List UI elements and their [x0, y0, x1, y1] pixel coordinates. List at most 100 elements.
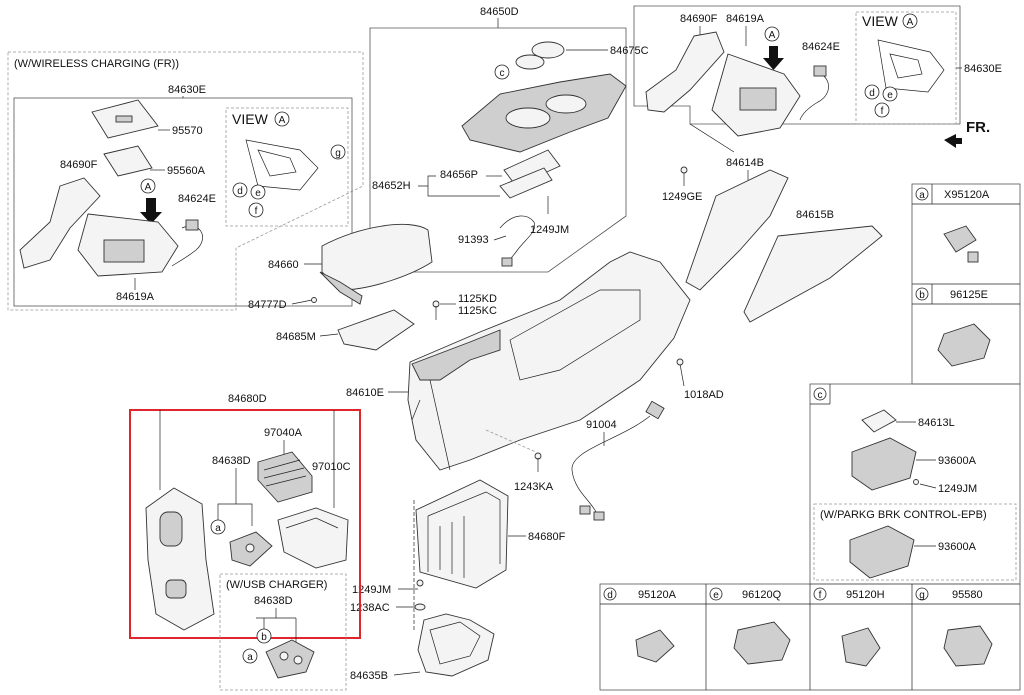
svg-text:b: b: [919, 290, 925, 301]
lower-fasteners: 1249JM 1238AC 84635B: [350, 579, 495, 682]
label-95580: 95580: [952, 589, 983, 601]
usb-switch-84638D: [265, 639, 315, 679]
label-95120A: 95120A: [638, 589, 677, 601]
pad-84685M: [337, 309, 415, 351]
label-84624E-right: 84624E: [802, 41, 840, 53]
svg-text:g: g: [919, 590, 925, 601]
callout-f-left: f: [248, 202, 264, 218]
label-91004: 91004: [586, 419, 617, 431]
bracket-84635B: [417, 613, 495, 677]
svg-text:f: f: [819, 590, 822, 601]
arrow-a-letter-left: A: [145, 182, 152, 193]
label-1249GE: 1249GE: [662, 191, 702, 203]
side-cover-84614B: [685, 169, 789, 291]
label-84635B: 84635B: [350, 670, 388, 682]
bracket-97010C: [277, 507, 349, 569]
label-84619A-right: 84619A: [726, 13, 765, 25]
callout-f-right: f: [874, 102, 890, 118]
label-84685M: 84685M: [276, 331, 316, 343]
charger-module-95560A: [103, 145, 153, 177]
label-95120H: 95120H: [846, 589, 885, 601]
usb-group-title: (W/USB CHARGER): [226, 579, 327, 591]
svg-text:e: e: [255, 188, 261, 199]
side-covers: 84614B 84615B: [685, 157, 883, 323]
panel-84680D: [145, 487, 215, 631]
highlight-box: [129, 409, 361, 639]
label-93600A-epb: 93600A: [938, 541, 977, 553]
label-84656P: 84656P: [440, 169, 478, 181]
label-1243KA: 1243KA: [514, 481, 554, 493]
callout-a-main: a: [210, 519, 226, 535]
label-84690F-right: 84690F: [680, 13, 718, 25]
label-95560A: 95560A: [167, 165, 206, 177]
label-84615B: 84615B: [796, 209, 834, 221]
label-X95120A: X95120A: [944, 189, 990, 201]
view-a-title-left: VIEW: [232, 111, 269, 127]
callout-a-usb: a: [242, 648, 258, 664]
label-96125E: 96125E: [950, 289, 988, 301]
cable-91004: 91004: [571, 400, 665, 521]
trim-84690F-right: [645, 31, 725, 113]
label-84614B: 84614B: [726, 157, 764, 169]
label-1018AD: 1018AD: [684, 389, 724, 401]
legend-c: c 84613L 93600A 1249JM (W/PARKG BRK CONT…: [809, 383, 1021, 585]
epb-group-title: (W/PARKG BRK CONTROL-EPB): [820, 509, 987, 521]
label-84638D-usb: 84638D: [254, 595, 293, 607]
right-wireless-group: 84690F 84619A A 84624E VIEW A d e f 8463…: [633, 5, 1002, 153]
svg-text:f: f: [255, 206, 258, 217]
label-1249JM-top: 1249JM: [530, 224, 569, 236]
highlight-group-84680D: 84680D 97040A 84638D 97010C a (W/USB CHA…: [129, 393, 361, 691]
label-1249JM-mid: 1249JM: [352, 584, 391, 596]
label-84652H: 84652H: [372, 180, 411, 192]
label-84650D: 84650D: [480, 6, 519, 18]
label-93600A-c: 93600A: [938, 455, 977, 467]
label-91393: 91393: [458, 234, 489, 246]
label-1125KD: 1125KD: [458, 293, 497, 305]
usb-charger-box: [219, 573, 347, 691]
bolt-1125: 1125KD 1125KC: [432, 293, 497, 320]
label-97010C: 97010C: [312, 461, 351, 473]
wireless-charging-group: (W/WIRELESS CHARGING (FR)) 84630E VIEW A…: [7, 51, 364, 311]
callout-c-top: c: [494, 64, 510, 80]
label-84680D: 84680D: [228, 393, 267, 405]
label-84613L: 84613L: [918, 417, 955, 429]
wireless-group-title: (W/WIRELESS CHARGING (FR)): [14, 58, 179, 70]
callout-g-left: g: [330, 144, 346, 160]
svg-text:b: b: [261, 632, 267, 643]
callout-d-left: d: [232, 182, 248, 198]
svg-text:d: d: [869, 88, 875, 99]
view-a-box-left: [225, 107, 349, 227]
view-a-letter-right: A: [907, 17, 914, 28]
label-84638D: 84638D: [212, 455, 251, 467]
svg-text:a: a: [247, 652, 253, 663]
callout-e-right: e: [882, 86, 898, 102]
label-84619A-left: 84619A: [116, 291, 155, 303]
label-84630E-left: 84630E: [168, 84, 206, 96]
label-84777D: 84777D: [248, 299, 287, 311]
arrow-a-left: [140, 198, 162, 224]
svg-text:d: d: [237, 186, 243, 197]
view-a-letter-left: A: [279, 115, 286, 126]
svg-text:a: a: [919, 190, 925, 201]
label-84624E-left: 84624E: [178, 193, 216, 205]
label-84630E-right: 84630E: [964, 63, 1002, 75]
callout-b-usb: b: [256, 628, 272, 644]
armrest-group: 84660 84777D 84685M: [248, 224, 433, 351]
label-84610E: 84610E: [346, 387, 384, 399]
label-96120Q: 96120Q: [742, 589, 782, 601]
view-a-title-right: VIEW: [862, 13, 899, 29]
label-1249JM-c: 1249JM: [938, 483, 977, 495]
console-body: [407, 251, 691, 471]
callout-e-left: e: [250, 184, 266, 200]
label-1125KC: 1125KC: [458, 305, 497, 317]
storage-bin-84680F: 84680F: [413, 479, 566, 630]
label-84690F-left: 84690F: [60, 159, 98, 171]
label-84660: 84660: [268, 259, 299, 271]
svg-text:d: d: [607, 590, 613, 601]
armrest-84660: [321, 224, 433, 291]
label-97040A: 97040A: [264, 427, 303, 439]
arrow-a-letter-right: A: [769, 30, 776, 41]
svg-text:g: g: [335, 148, 341, 159]
screw-1243KA: 1243KA: [485, 429, 554, 493]
